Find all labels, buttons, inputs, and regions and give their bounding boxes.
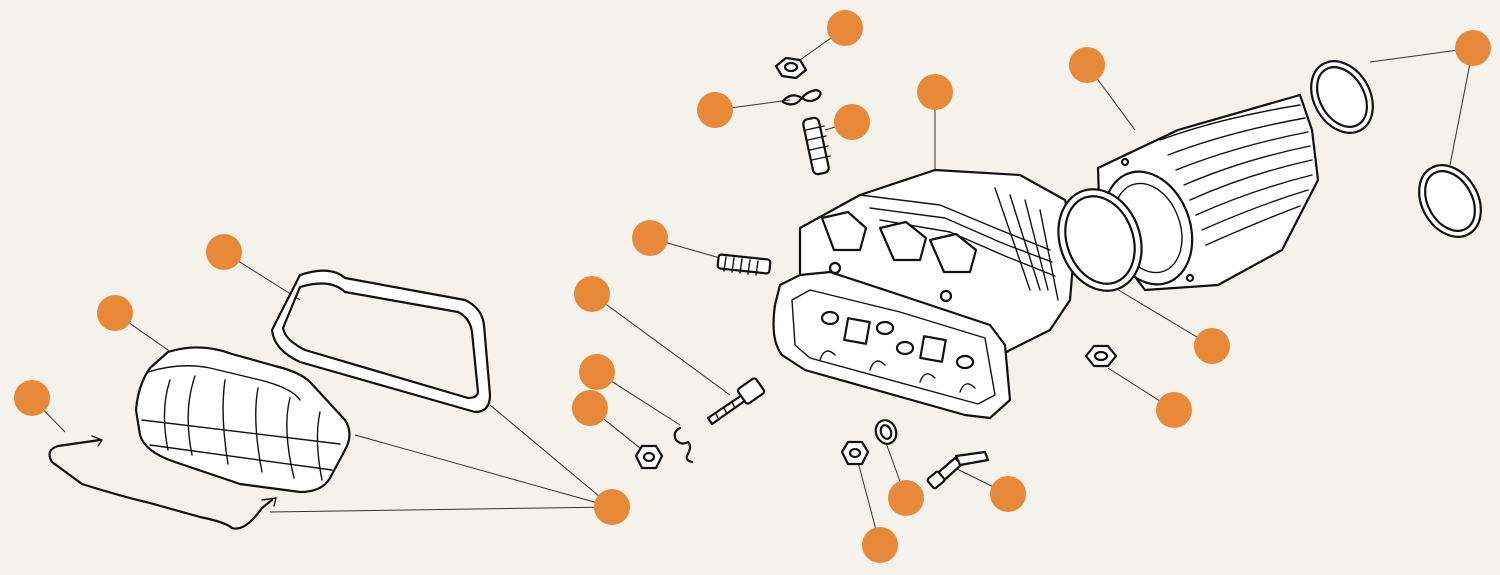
- callout-marker[interactable]: [862, 527, 898, 563]
- seal-ring-upper: [1310, 60, 1374, 134]
- callout-marker[interactable]: [632, 220, 668, 256]
- callout-marker[interactable]: [14, 380, 50, 416]
- valve-cover-gasket: [270, 269, 492, 414]
- callout-marker[interactable]: [1069, 47, 1105, 83]
- callout-marker[interactable]: [888, 480, 924, 516]
- barrel-base-gasket: [1057, 188, 1143, 292]
- callout-marker[interactable]: [206, 234, 242, 270]
- leader-line: [591, 293, 731, 396]
- nut-lower-left: [634, 444, 664, 470]
- leader-line: [354, 434, 613, 508]
- leader-line: [1109, 284, 1213, 347]
- stud-lower: [926, 450, 990, 490]
- callout-markers: [14, 10, 1491, 563]
- cylinder-head: [772, 168, 1077, 420]
- callout-marker[interactable]: [594, 489, 630, 525]
- washer-lower: [874, 419, 898, 445]
- callout-marker[interactable]: [990, 476, 1026, 512]
- callout-marker[interactable]: [97, 295, 133, 331]
- rocker-stud-upper: [716, 253, 772, 276]
- small-stud-upper: [802, 116, 831, 176]
- leader-line: [1449, 47, 1474, 166]
- callout-marker[interactable]: [917, 74, 953, 110]
- callout-marker[interactable]: [1194, 328, 1230, 364]
- rocker-stud-lower: [706, 377, 766, 426]
- callout-marker[interactable]: [697, 92, 733, 128]
- callout-marker[interactable]: [834, 104, 870, 140]
- callout-marker[interactable]: [827, 10, 863, 46]
- callout-marker[interactable]: [1156, 392, 1192, 428]
- seal-ring-lower: [1418, 164, 1482, 238]
- leader-line: [269, 506, 613, 513]
- callout-marker[interactable]: [572, 390, 608, 426]
- nut-right: [1084, 344, 1118, 368]
- nut-lower-center: [840, 440, 870, 466]
- callout-marker[interactable]: [579, 354, 615, 390]
- valve-cover: [134, 346, 351, 494]
- leader-line: [489, 404, 613, 508]
- callout-marker[interactable]: [1455, 30, 1491, 66]
- spring-clip-upper: [781, 88, 822, 106]
- valve-cover-clip: [48, 435, 277, 530]
- nut-upper: [774, 56, 808, 80]
- clip-lower: [673, 426, 694, 464]
- callout-marker[interactable]: [574, 276, 610, 312]
